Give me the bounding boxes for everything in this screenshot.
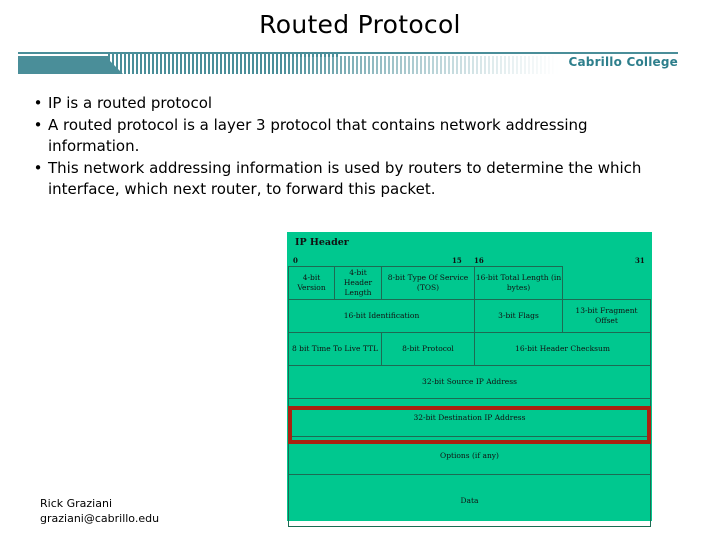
bit-marker-16: 16: [474, 256, 484, 265]
author-email: graziani@cabrillo.edu: [40, 512, 160, 525]
field-ttl: 8 bit Time To Live TTL: [288, 332, 382, 366]
table-row: 16-bit Identification 3-bit Flags 13-bit…: [288, 299, 651, 333]
bullet-marker-icon: •: [33, 94, 43, 112]
field-protocol: 8-bit Protocol: [381, 332, 475, 366]
bullet-list: • IP is a routed protocol • A routed pro…: [28, 93, 648, 201]
banner-stripes: [108, 56, 558, 74]
table-row: 32-bit Destination IP Address: [288, 398, 651, 437]
field-identification: 16-bit Identification: [288, 299, 475, 333]
bit-marker-31: 31: [635, 256, 645, 265]
banner-stripes-accent: [108, 54, 338, 57]
table-row: 32-bit Source IP Address: [288, 365, 651, 399]
banner-solid-block: [18, 56, 108, 74]
bullet-marker-icon: •: [33, 116, 43, 134]
field-header-length: 4-bit Header Length: [334, 266, 382, 300]
list-item: • IP is a routed protocol: [28, 93, 648, 114]
diagram-title: IP Header: [295, 237, 349, 248]
field-header-checksum: 16-bit Header Checksum: [474, 332, 651, 366]
bullet-text: A routed protocol is a layer 3 protocol …: [48, 116, 588, 155]
field-destination-ip: 32-bit Destination IP Address: [288, 398, 651, 437]
bullet-marker-icon: •: [33, 159, 43, 177]
field-version: 4-bit Version: [288, 266, 335, 300]
bit-marker-0: 0: [293, 256, 298, 265]
institution-label: Cabrillo College: [568, 55, 678, 69]
field-total-length: 16-bit Total Length (in bytes): [474, 266, 563, 300]
field-fragment-offset: 13-bit Fragment Offset: [562, 299, 651, 333]
field-source-ip: 32-bit Source IP Address: [288, 365, 651, 399]
field-options: Options (if any): [288, 436, 651, 475]
field-flags: 3-bit Flags: [474, 299, 563, 333]
table-row: 8 bit Time To Live TTL 8-bit Protocol 16…: [288, 332, 651, 366]
list-item: • A routed protocol is a layer 3 protoco…: [28, 115, 648, 157]
bullet-text: This network addressing information is u…: [48, 159, 642, 198]
table-row: 4-bit Version 4-bit Header Length 8-bit …: [288, 266, 651, 300]
table-row: Options (if any): [288, 436, 651, 475]
list-item: • This network addressing information is…: [28, 158, 648, 200]
bullet-text: IP is a routed protocol: [48, 94, 213, 112]
ip-header-fields-table: 4-bit Version 4-bit Header Length 8-bit …: [288, 266, 651, 527]
field-tos: 8-bit Type Of Service (TOS): [381, 266, 475, 300]
table-row: Data: [288, 474, 651, 527]
ip-header-diagram: IP Header 0 15 16 31 4-bit Version 4-bit…: [287, 232, 652, 527]
bit-marker-15: 15: [452, 256, 462, 265]
field-data: Data: [288, 474, 651, 527]
page-title: Routed Protocol: [259, 10, 461, 39]
banner: Cabrillo College: [0, 52, 720, 80]
banner-rule: [18, 52, 678, 54]
author-name: Rick Graziani: [40, 497, 112, 510]
footer: Rick Graziani graziani@cabrillo.edu: [40, 496, 159, 526]
